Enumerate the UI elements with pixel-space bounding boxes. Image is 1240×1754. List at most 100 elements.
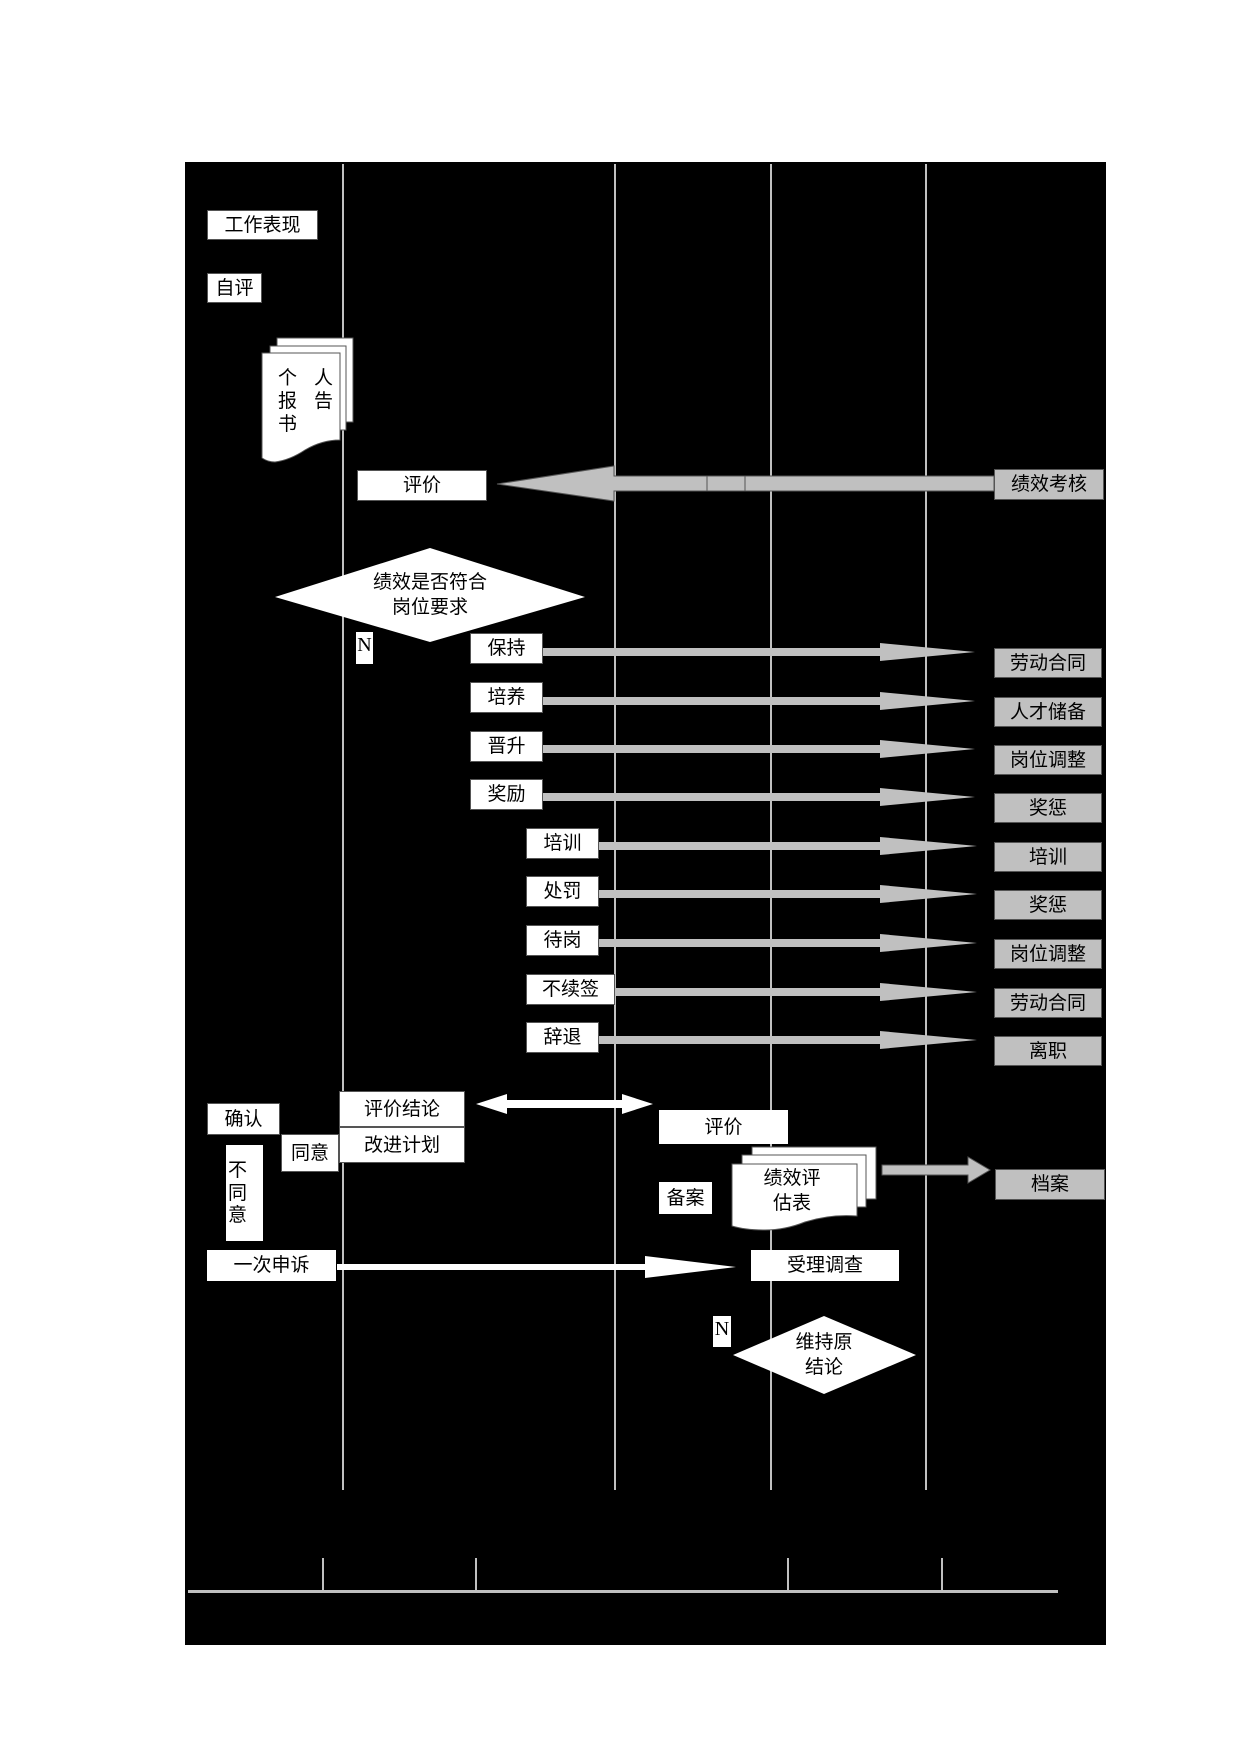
target-label: 劳动合同 (1009, 991, 1086, 1014)
target-training-box[interactable]: 培训 (994, 842, 1102, 872)
manager-evaluate-label: 评价 (402, 474, 441, 496)
lane-divider-1 (342, 164, 344, 1490)
maintain-conclusion-diamond (733, 1316, 916, 1394)
disagree-box[interactable]: 不 同 意 (226, 1145, 263, 1241)
footer-tick-2 (475, 1558, 477, 1591)
target-position-adjust-box[interactable]: 岗位调整 (994, 745, 1102, 775)
target-resignation-box[interactable]: 离职 (994, 1036, 1102, 1066)
maintain-line-1: 维持原 (795, 1331, 853, 1353)
conclusion-label: 评价结论 (363, 1097, 440, 1120)
target-label: 奖惩 (1028, 893, 1067, 916)
outcome-arrows-a (543, 643, 975, 806)
no-label-1: N (356, 632, 373, 664)
personal-report-char: 个 (278, 367, 298, 389)
performance-review-box[interactable]: 绩效考核 (994, 469, 1104, 500)
first-appeal-label: 一次申诉 (233, 1254, 310, 1276)
hr-evaluate-label: 评价 (704, 1115, 743, 1138)
outcome-arrows-b (599, 837, 977, 1049)
action-train-box[interactable]: 培训 (526, 828, 599, 859)
improvement-plan-label: 改进计划 (363, 1133, 440, 1156)
no-label-2: N (713, 1316, 731, 1347)
footer-tick-4 (941, 1558, 943, 1591)
manager-evaluate-box[interactable]: 评价 (357, 470, 487, 501)
decision-line-2: 岗位要求 (391, 595, 468, 618)
action-label: 待岗 (543, 929, 582, 951)
action-reward-box[interactable]: 奖励 (470, 779, 543, 810)
footer-tick-3 (787, 1558, 789, 1591)
evaluation-form-line-1: 绩效评 (763, 1167, 821, 1189)
appeal-arrow (337, 1256, 736, 1278)
action-label: 不续签 (541, 978, 599, 1000)
decision-text: 绩效是否符合 岗位要求 (330, 570, 530, 619)
action-cultivate-box[interactable]: 培养 (470, 682, 543, 713)
target-label: 岗位调整 (1009, 748, 1086, 771)
action-label: 培训 (543, 832, 582, 854)
target-label: 岗位调整 (1009, 942, 1086, 965)
target-label: 培训 (1028, 845, 1067, 868)
action-promote-box[interactable]: 晋升 (470, 731, 543, 762)
action-dismiss-box[interactable]: 辞退 (526, 1022, 599, 1053)
target-reward-punish-box[interactable]: 奖惩 (994, 793, 1102, 823)
decision-line-1: 绩效是否符合 (372, 571, 487, 593)
action-maintain-box[interactable]: 保持 (470, 633, 543, 664)
action-no-renewal-box[interactable]: 不续签 (526, 974, 615, 1005)
action-penalize-box[interactable]: 处罚 (526, 876, 599, 907)
archive-note-label: 备案 (666, 1186, 705, 1209)
target-position-adjust-box-2[interactable]: 岗位调整 (994, 939, 1102, 969)
personal-report-char: 人 (314, 367, 334, 389)
accept-investigation-box[interactable]: 受理调查 (751, 1250, 899, 1281)
self-evaluation-label: 自评 (215, 276, 254, 299)
target-labor-contract-box[interactable]: 劳动合同 (994, 648, 1102, 678)
personal-report-document-icon (261, 337, 354, 463)
personal-report-char: 告 (314, 390, 334, 412)
agree-box[interactable]: 同意 (281, 1134, 339, 1172)
target-label: 离职 (1028, 1039, 1067, 1062)
disagree-char: 同 (228, 1181, 248, 1204)
evaluation-form-text: 绩效评 估表 (742, 1166, 842, 1215)
confirm-box[interactable]: 确认 (207, 1103, 280, 1135)
improvement-plan-box[interactable]: 改进计划 (339, 1127, 465, 1163)
lane-divider-3 (770, 164, 772, 1490)
bidirectional-arrow (476, 1094, 653, 1114)
archive-box[interactable]: 档案 (995, 1169, 1105, 1200)
target-label: 人才储备 (1009, 700, 1086, 723)
target-label: 劳动合同 (1009, 651, 1086, 674)
confirm-label: 确认 (224, 1107, 263, 1130)
disagree-char: 意 (228, 1204, 248, 1227)
lane-divider-4 (925, 164, 927, 1490)
archive-label: 档案 (1030, 1173, 1069, 1195)
action-label: 保持 (487, 637, 526, 659)
action-label: 奖励 (487, 783, 526, 805)
performance-review-arrow (496, 465, 995, 502)
work-performance-label: 工作表现 (224, 213, 301, 236)
action-label: 辞退 (543, 1026, 582, 1048)
target-talent-reserve-box[interactable]: 人才储备 (994, 697, 1102, 727)
action-standby-box[interactable]: 待岗 (526, 925, 599, 956)
lane-divider-2 (614, 164, 616, 1490)
evaluation-form-line-2: 估表 (772, 1191, 811, 1214)
maintain-line-2: 结论 (804, 1355, 843, 1378)
footer-rule (188, 1590, 1058, 1593)
work-performance-box[interactable]: 工作表现 (207, 210, 318, 240)
evaluation-form-document-icon (731, 1146, 877, 1231)
self-evaluation-box[interactable]: 自评 (207, 273, 262, 303)
target-label: 奖惩 (1028, 796, 1067, 819)
hr-evaluate-box[interactable]: 评价 (659, 1110, 788, 1144)
action-label: 培养 (487, 686, 526, 708)
archive-note-box: 备案 (659, 1182, 712, 1214)
decision-diamond (275, 548, 585, 642)
archive-arrow (881, 1156, 991, 1184)
target-reward-punish-box-2[interactable]: 奖惩 (994, 890, 1102, 920)
maintain-conclusion-text: 维持原 结论 (774, 1330, 874, 1379)
performance-review-label: 绩效考核 (1010, 473, 1087, 495)
conclusion-box[interactable]: 评价结论 (339, 1091, 465, 1127)
agree-label: 同意 (290, 1141, 329, 1164)
first-appeal-box[interactable]: 一次申诉 (207, 1250, 336, 1281)
personal-report-text: 个 报 书 人 告 (274, 367, 344, 437)
footer-tick-1 (322, 1558, 324, 1591)
disagree-char: 不 (228, 1158, 248, 1181)
target-labor-contract-box-2[interactable]: 劳动合同 (994, 988, 1102, 1018)
action-label: 处罚 (543, 880, 582, 902)
